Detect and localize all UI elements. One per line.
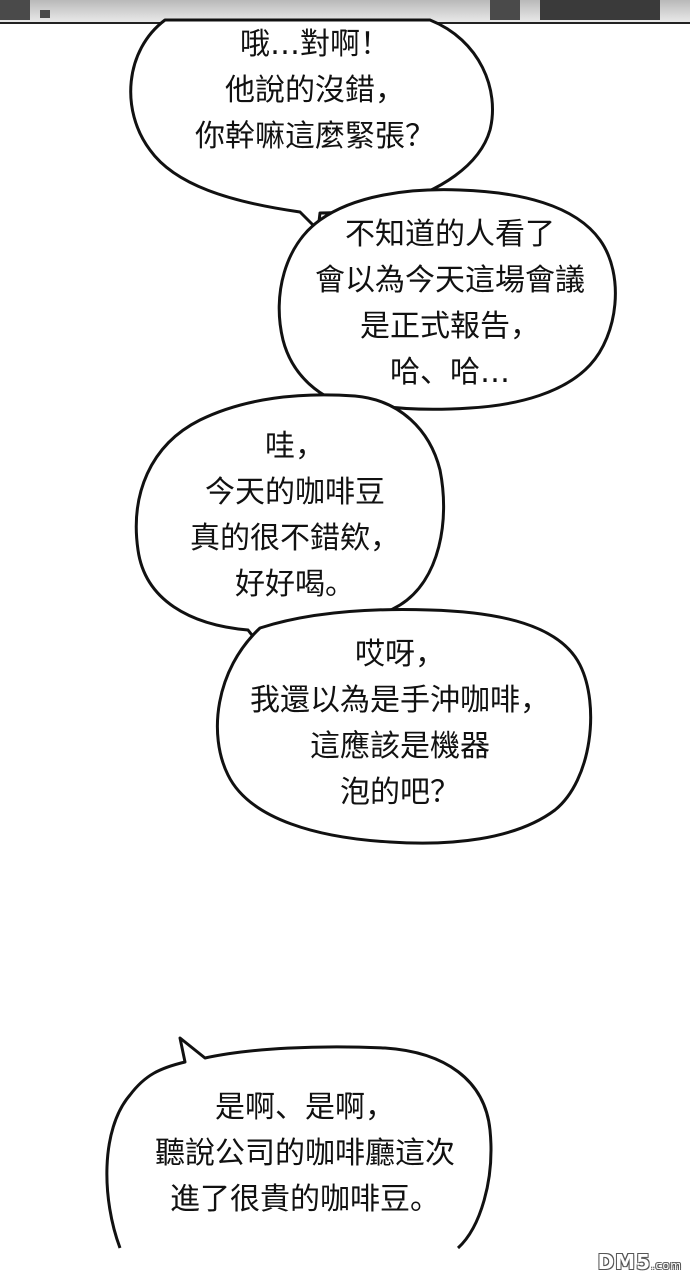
panel-shadow — [0, 0, 30, 20]
bubble-line: 哎呀， — [355, 637, 445, 672]
bubble-line: 哇， — [265, 429, 325, 464]
bubble-line: 是啊、是啊， — [215, 1090, 395, 1125]
bubble-line: 好好喝。 — [235, 567, 355, 602]
bubble-line: 你幹嘛這麼緊張？ — [195, 119, 435, 154]
panel-detail — [490, 0, 520, 20]
speech-bubble-4 — [215, 608, 593, 845]
bubble-line: 聽說公司的咖啡廳這次 — [155, 1136, 455, 1171]
bubble-line: 他說的沒錯， — [225, 73, 405, 108]
bubble-line: 泡的吧？ — [340, 775, 460, 810]
speech-bubble-2 — [277, 188, 617, 424]
bubble-3-text: 哇， 今天的咖啡豆 真的很不錯欸， 好好喝。 — [150, 424, 440, 608]
panel-detail — [40, 10, 50, 18]
bubble-line: 進了很貴的咖啡豆。 — [170, 1182, 440, 1217]
bubble-2-text: 不知道的人看了 會以為今天這場會議 是正式報告， 哈、哈… — [295, 212, 605, 396]
bubble-line: 哦…對啊！ — [240, 27, 390, 62]
watermark-logo: DM5.com — [598, 1250, 682, 1274]
bubble-line: 這應該是機器 — [310, 729, 490, 764]
speech-bubble-5 — [105, 1036, 493, 1250]
bubble-5-text: 是啊、是啊， 聽說公司的咖啡廳這次 進了很貴的咖啡豆。 — [125, 1085, 485, 1223]
bubble-1-text: 哦…對啊！ 他說的沒錯， 你幹嘛這麼緊張？ — [150, 22, 480, 160]
bubble-line: 我還以為是手沖咖啡， — [250, 683, 550, 718]
bubble-line: 今天的咖啡豆 — [205, 475, 385, 510]
bubble-line: 哈、哈… — [390, 355, 510, 390]
bubble-line: 真的很不錯欸， — [190, 521, 400, 556]
speech-bubble-3 — [134, 393, 446, 650]
bubble-4-text: 哎呀， 我還以為是手沖咖啡， 這應該是機器 泡的吧？ — [230, 632, 570, 816]
panel-detail — [540, 0, 660, 20]
bubble-line: 是正式報告， — [360, 309, 540, 344]
bubble-line: 會以為今天這場會議 — [315, 263, 585, 298]
watermark-brand: DM5 — [597, 1250, 651, 1274]
bubble-line: 不知道的人看了 — [345, 217, 555, 252]
watermark-suffix: .com — [651, 1259, 682, 1272]
